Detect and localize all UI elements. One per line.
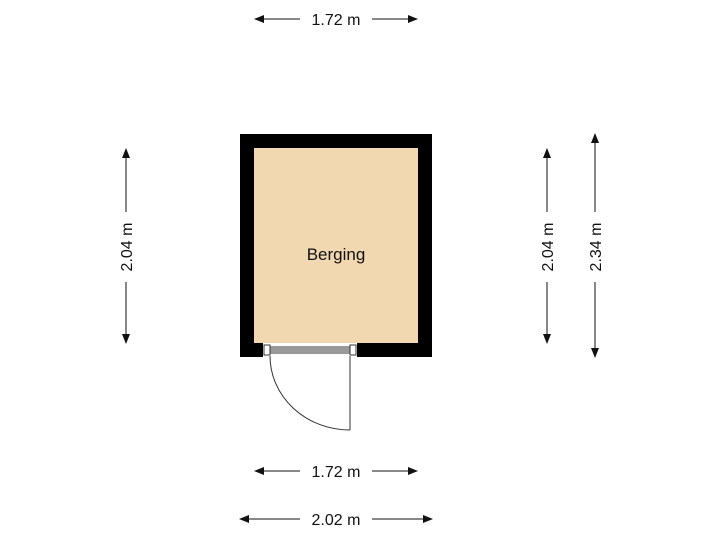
svg-text:1.72 m: 1.72 m: [312, 12, 361, 29]
dimension-left-height: 2.04 m: [119, 148, 136, 344]
dimension-right-inner-height: 2.04 m: [540, 148, 557, 344]
svg-text:2.04 m: 2.04 m: [119, 223, 136, 272]
door: [263, 344, 357, 431]
dimension-top-width: 1.72 m: [254, 12, 418, 29]
svg-text:1.72 m: 1.72 m: [312, 464, 361, 481]
room-label: Berging: [307, 245, 366, 264]
svg-text:2.34 m: 2.34 m: [588, 223, 605, 272]
room-floor: [254, 148, 418, 343]
room-walls: [240, 134, 432, 357]
dimension-bottom-inner-width: 1.72 m: [254, 464, 418, 481]
dimension-bottom-outer-width: 2.02 m: [239, 512, 433, 529]
svg-text:2.02 m: 2.02 m: [312, 512, 361, 529]
svg-text:2.04 m: 2.04 m: [540, 223, 557, 272]
dimension-right-outer-height: 2.34 m: [588, 133, 605, 358]
